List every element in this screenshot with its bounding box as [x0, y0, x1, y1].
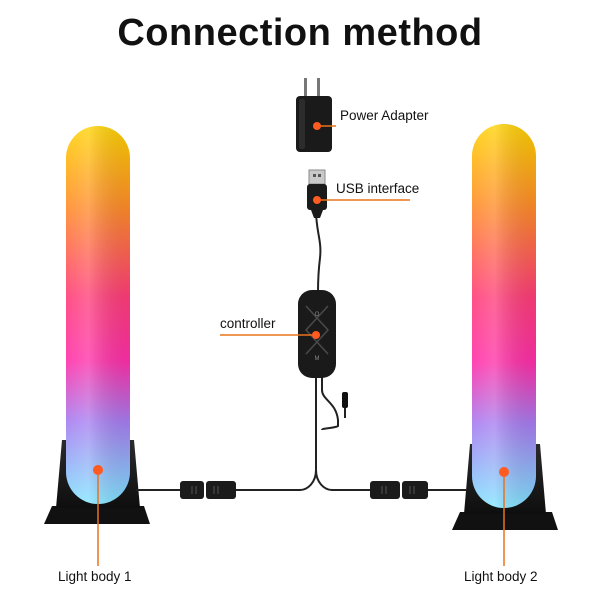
light-1-base-foot [44, 506, 150, 524]
controller-button-m: M [315, 356, 320, 362]
page-title: Connection method [117, 12, 483, 54]
controller-cable-loop [321, 376, 339, 431]
connector-right [370, 481, 428, 499]
usb-cable [315, 209, 322, 293]
label-light-body-2: Light body 2 [464, 569, 538, 584]
cables [136, 209, 466, 491]
controller-button-o: O [315, 312, 320, 318]
connector-left [180, 481, 236, 499]
usb-plug [307, 169, 327, 218]
label-power-adapter: Power Adapter [340, 108, 429, 123]
callout-dots [93, 122, 509, 477]
power-adapter [296, 78, 332, 152]
light-body-1 [44, 126, 150, 524]
light-body-2 [452, 124, 558, 530]
small-plug [342, 392, 348, 418]
label-usb-interface: USB interface [336, 181, 420, 196]
label-controller: controller [220, 316, 276, 331]
light-2-base-foot [452, 512, 558, 530]
label-light-body-1: Light body 1 [58, 569, 132, 584]
